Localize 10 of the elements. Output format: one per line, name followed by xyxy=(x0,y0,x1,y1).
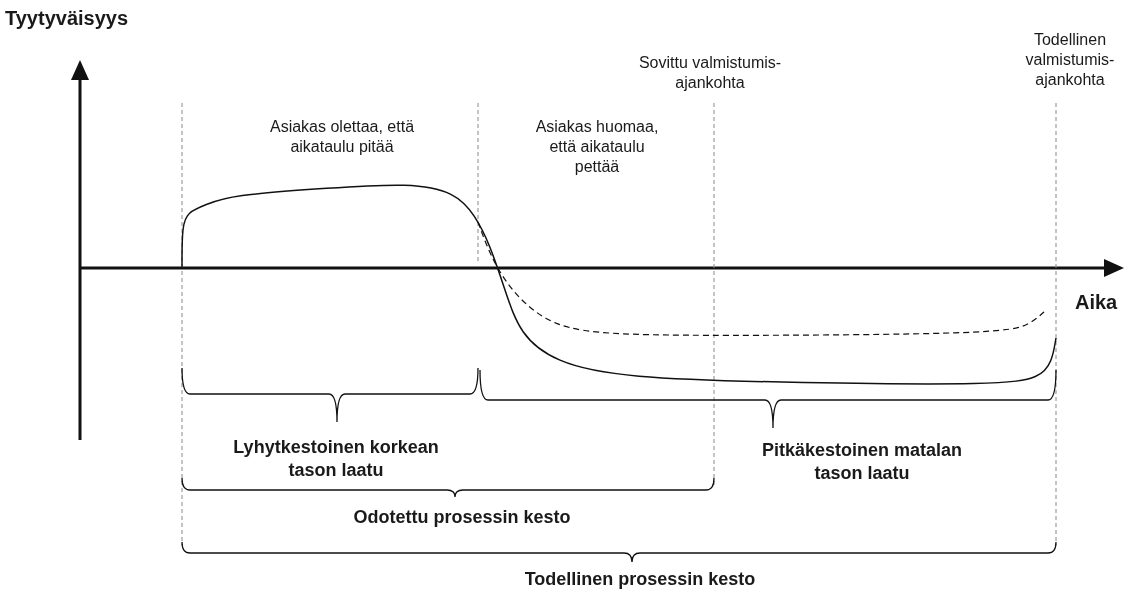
label-text: Todellinen prosessin kesto xyxy=(523,568,757,591)
label-text: Sovittu valmistumis- ajankohta xyxy=(637,53,783,93)
label-text: Aika xyxy=(1075,290,1119,315)
label-text: Pitkäkestoinen matalan tason laatu xyxy=(760,439,964,484)
label-text: Lyhytkestoinen korkean tason laatu xyxy=(232,436,440,481)
label-text: Tyytyväisyys xyxy=(5,6,130,31)
label-text: Asiakas olettaa, että aikataulu pitää xyxy=(268,117,416,157)
label-text: Todellinen valmistumis- ajankohta xyxy=(1024,30,1116,90)
label-text: Asiakas huomaa, että aikataulu pettää xyxy=(534,117,660,177)
label-text: Odotettu prosessin kesto xyxy=(352,506,572,529)
